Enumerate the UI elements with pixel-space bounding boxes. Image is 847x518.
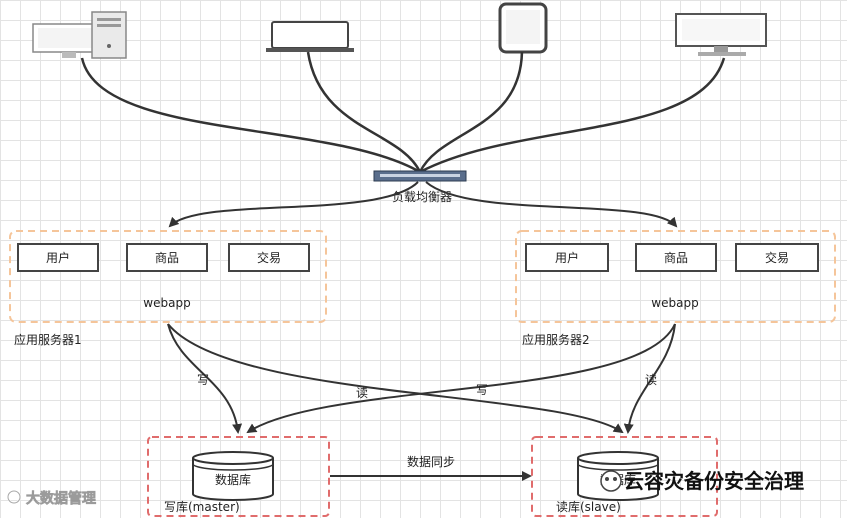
watermark-right: 云容灾备份安全治理 bbox=[600, 469, 804, 493]
server-2-name: 应用服务器2 bbox=[522, 332, 590, 347]
client-connections bbox=[80, 51, 726, 174]
laptop-client-icon bbox=[266, 21, 354, 52]
phone-client-icon bbox=[498, 2, 548, 54]
server-1-module-users-label: 用户 bbox=[46, 250, 70, 265]
master-db-label: 数据库 bbox=[215, 472, 251, 487]
app-server-2-box bbox=[515, 230, 836, 323]
server-1-module-products bbox=[126, 243, 208, 272]
slave-db-name: 读库(slave) bbox=[556, 499, 621, 514]
master-db-name: 写库(master) bbox=[164, 499, 240, 514]
master-db-box bbox=[147, 436, 330, 517]
server-2-module-users-label: 用户 bbox=[555, 250, 579, 265]
load-balancer-icon bbox=[373, 170, 467, 182]
monitor-client-icon bbox=[675, 13, 767, 56]
watermark-left: 大数据管理 bbox=[7, 490, 96, 507]
edge-label-read-1: 读 bbox=[356, 386, 368, 400]
server-2-app-label: webapp bbox=[651, 296, 698, 310]
desktop-client-icon bbox=[32, 11, 127, 59]
master-db-cylinder-icon bbox=[192, 451, 274, 501]
server-1-name: 应用服务器1 bbox=[14, 332, 82, 347]
sync-label: 数据同步 bbox=[407, 454, 455, 469]
edge-label-write-2: 写 bbox=[476, 383, 488, 397]
app-server-1-box bbox=[9, 230, 327, 323]
server-2-module-products bbox=[635, 243, 717, 272]
lb-to-server-arrows bbox=[168, 181, 678, 228]
edge-label-read-2: 读 bbox=[645, 373, 657, 387]
server-1-module-users bbox=[17, 243, 99, 272]
server-1-module-trades-label: 交易 bbox=[257, 250, 281, 265]
server-2-module-trades-label: 交易 bbox=[765, 250, 789, 265]
server-1-module-trades bbox=[228, 243, 310, 272]
server-2-module-users bbox=[525, 243, 609, 272]
edge-label-write-1: 写 bbox=[197, 373, 209, 387]
watermark-right-text: 云容灾备份安全治理 bbox=[624, 469, 804, 493]
server-2-module-trades bbox=[735, 243, 819, 272]
server-1-module-products-label: 商品 bbox=[155, 250, 179, 265]
server-to-db-arrows bbox=[167, 323, 676, 434]
slave-db-box bbox=[531, 436, 718, 517]
server-1-app-label: webapp bbox=[143, 296, 190, 310]
watermark-left-text: 大数据管理 bbox=[26, 490, 96, 507]
server-2-module-products-label: 商品 bbox=[664, 250, 688, 265]
load-balancer-label: 负载均衡器 bbox=[392, 190, 452, 204]
